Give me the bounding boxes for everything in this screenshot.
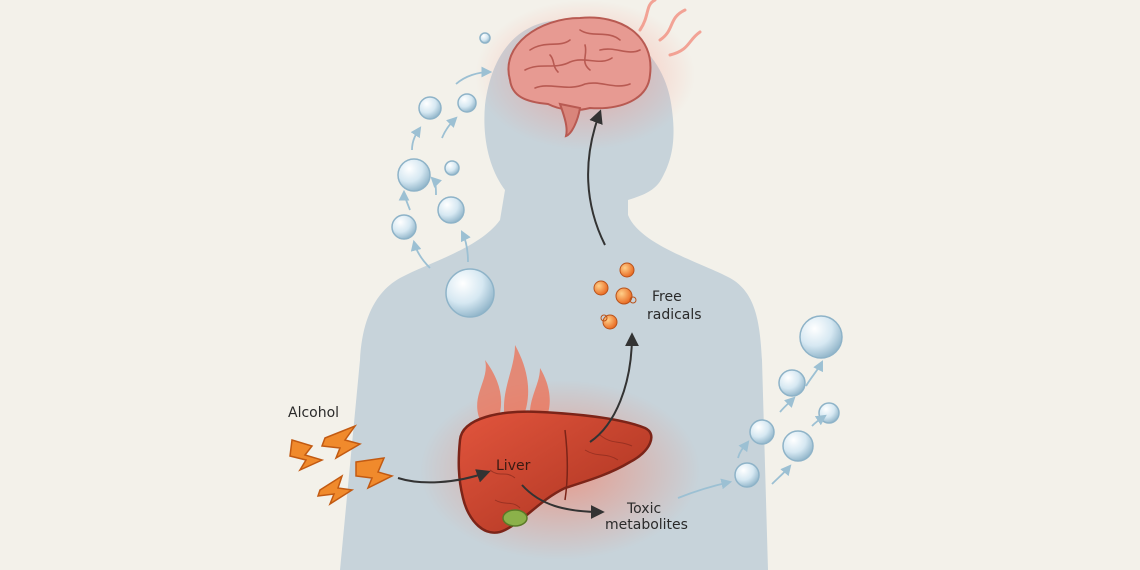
bubble-arrows-right	[677, 360, 827, 499]
gallbladder-icon	[502, 509, 528, 527]
molecule-icon	[593, 262, 637, 330]
toxic-metabolites-label-line1: Toxic	[627, 501, 662, 517]
free-radicals-label-line1: Free	[652, 289, 682, 305]
arrow-alcohol-to-liver	[397, 469, 491, 484]
liver-flames	[477, 345, 550, 420]
arrow-radicals-to-brain	[587, 109, 606, 246]
alcohol-label: Alcohol	[288, 405, 340, 421]
toxic-metabolites-label-line2: metabolites	[605, 517, 688, 533]
bubble-arrows-left	[398, 66, 493, 269]
liver-label: Liver	[496, 458, 531, 474]
lightning-bolt-icon	[289, 424, 395, 506]
brain-icon	[507, 0, 702, 138]
bubble-icon	[391, 32, 495, 318]
bubble-icon-right	[734, 315, 843, 488]
arrow-liver-to-toxic-metabolites	[521, 484, 605, 519]
free-radicals-label-line2: radicals	[647, 307, 702, 323]
arrow-liver-to-free-radicals	[589, 332, 639, 443]
liver-icon	[457, 410, 653, 534]
